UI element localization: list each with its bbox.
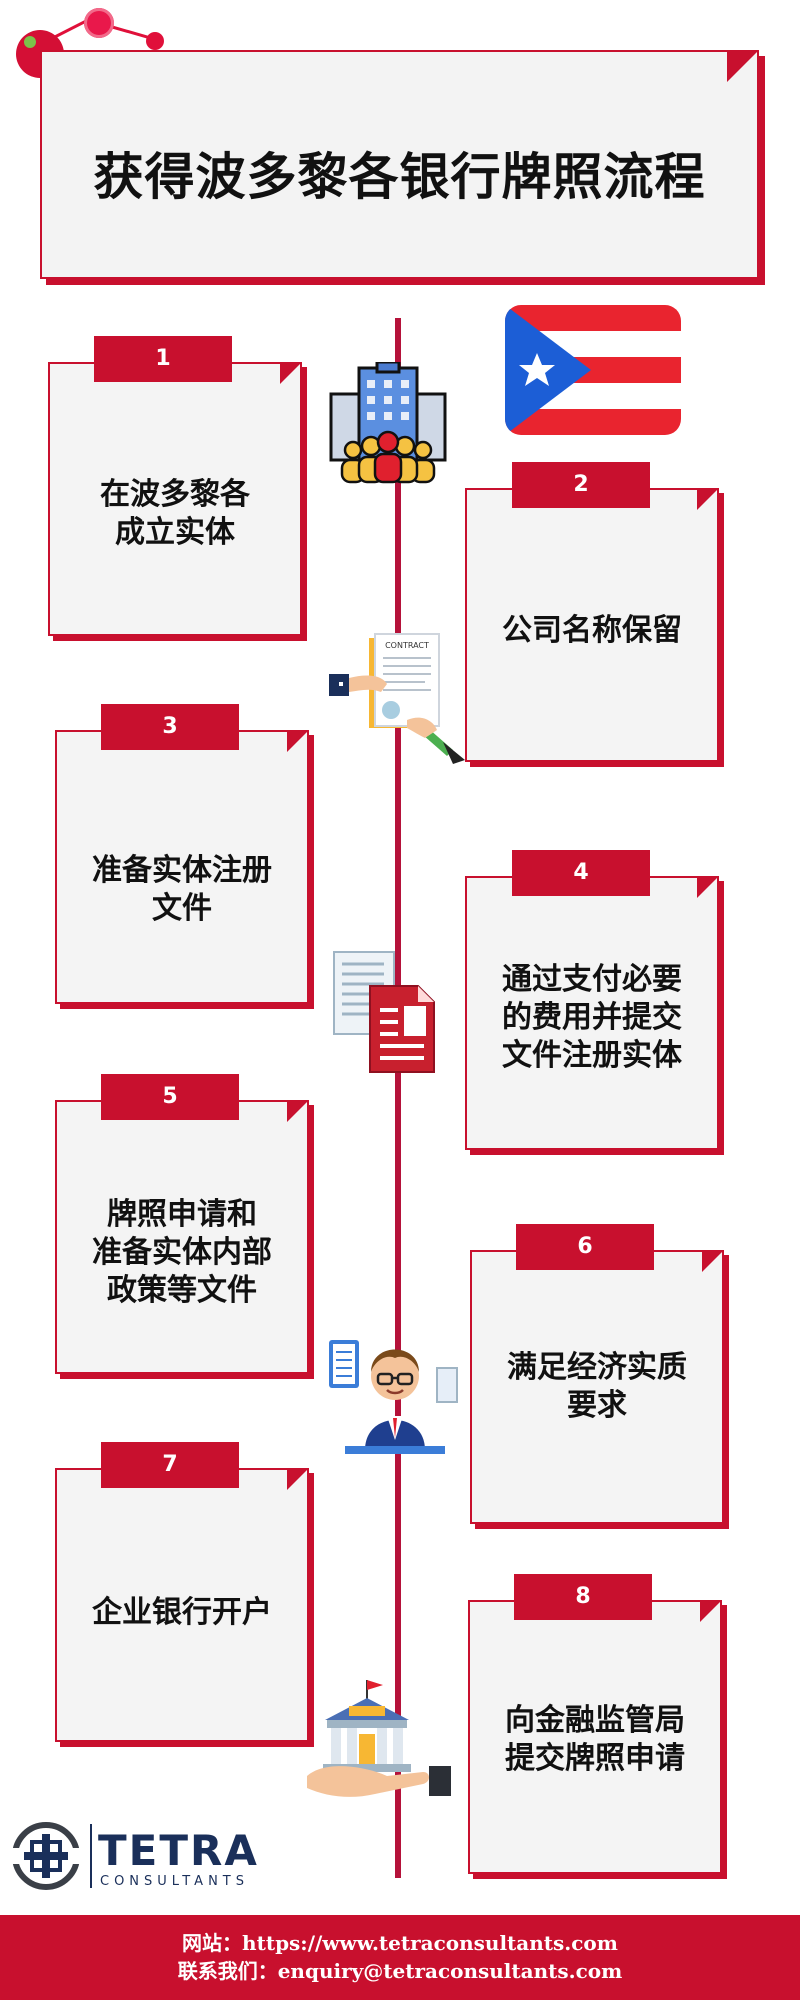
step-number-badge: 5 xyxy=(101,1074,239,1120)
footer-website[interactable]: 网站：https://www.tetraconsultants.com xyxy=(182,1931,618,1955)
svg-text:CONTRACT: CONTRACT xyxy=(385,641,429,650)
title-card: 获得波多黎各银行牌照流程 xyxy=(40,50,759,279)
tetra-logo-icon xyxy=(10,1822,82,1890)
step-card-8: 向金融监管局 提交牌照申请 xyxy=(468,1600,722,1874)
logo-divider xyxy=(90,1824,92,1888)
step-number-badge: 8 xyxy=(514,1574,652,1620)
timeline-line xyxy=(395,318,401,1878)
step-card-3: 准备实体注册 文件 xyxy=(55,730,309,1004)
bank-in-hand-icon xyxy=(307,1680,451,1797)
page-title: 获得波多黎各银行牌照流程 xyxy=(93,147,706,206)
step-text: 准备实体注册 文件 xyxy=(92,853,272,926)
step-number-badge: 1 xyxy=(94,336,232,382)
step-number-badge: 6 xyxy=(516,1224,654,1270)
flag-puerto-rico-icon xyxy=(505,305,681,435)
step-text: 公司名称保留 xyxy=(502,613,682,648)
step-card-1: 在波多黎各 成立实体 xyxy=(48,362,302,636)
logo-name: TETRA xyxy=(98,1826,259,1875)
footer: 网站：https://www.tetraconsultants.com 联系我们… xyxy=(0,1915,800,2000)
step-card-7: 企业银行开户 xyxy=(55,1468,309,1742)
step-number-badge: 4 xyxy=(512,850,650,896)
step-card-2: 公司名称保留 xyxy=(465,488,719,762)
documents-icon xyxy=(333,951,435,1073)
step-card-5: 牌照申请和 准备实体内部 政策等文件 xyxy=(55,1100,309,1374)
businessman-desk-icon xyxy=(329,1340,458,1454)
step-number-badge: 2 xyxy=(512,462,650,508)
footer-contact[interactable]: 联系我们：enquiry@tetraconsultants.com xyxy=(177,1959,623,1983)
logo-subtitle: CONSULTANTS xyxy=(100,1874,249,1889)
step-card-4: 通过支付必要 的费用并提交 文件注册实体 xyxy=(465,876,719,1150)
step-text: 满足经济实质 要求 xyxy=(507,1350,687,1423)
step-text: 企业银行开户 xyxy=(92,1595,272,1630)
step-number-badge: 3 xyxy=(101,704,239,750)
step-text: 向金融监管局 提交牌照申请 xyxy=(505,1703,685,1776)
step-text: 在波多黎各 成立实体 xyxy=(100,477,250,550)
step-text: 牌照申请和 准备实体内部 政策等文件 xyxy=(92,1197,272,1308)
step-card-6: 满足经济实质 要求 xyxy=(470,1250,724,1524)
step-text: 通过支付必要 的费用并提交 文件注册实体 xyxy=(502,962,682,1073)
contract-signing-icon: CONTRACT xyxy=(329,633,465,764)
step-number-badge: 7 xyxy=(101,1442,239,1488)
office-building-people-icon xyxy=(329,362,447,484)
